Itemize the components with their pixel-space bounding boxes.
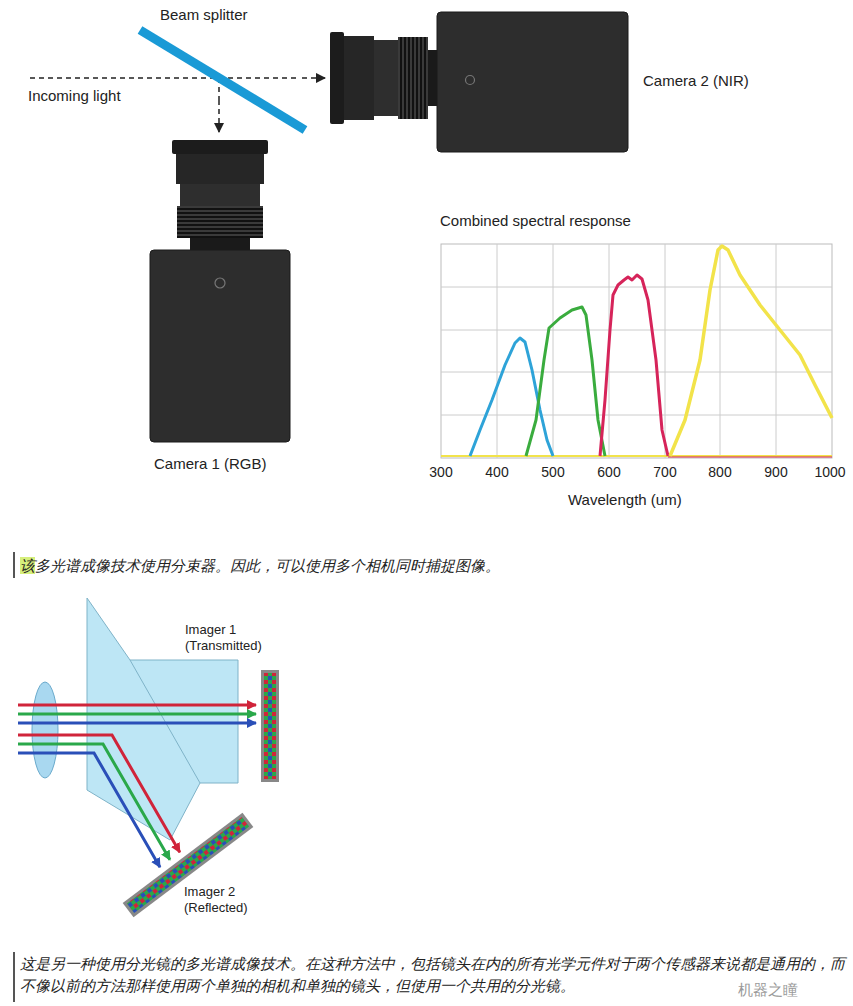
red-response-curve [600,275,668,456]
grid-line [553,244,554,458]
axis-tick: 700 [653,463,676,481]
baseline-curve [668,457,832,458]
grid-line [441,372,832,373]
light-ray [18,713,256,716]
baseline-curve [441,455,832,457]
component-label: Imager 1 (Transmitted) [185,622,280,655]
axis-tick: 400 [485,463,508,481]
beam-splitter-plate [140,30,305,130]
plot-area [441,244,832,458]
caption: 该多光谱成像技术使用分束器。因此，可以使用多个相机同时捕捉图像。 [20,555,840,577]
quote-bar [13,552,15,578]
imager-frame [261,670,279,782]
chart-title: Combined spectral response [440,211,631,231]
quote-bar [13,952,15,1002]
camera-body [437,12,628,152]
lens-ring [330,32,344,124]
axis-tick: 500 [541,463,564,481]
lens-grip [177,206,263,238]
lens-grip [398,37,428,119]
light-path-arrow [218,100,220,132]
beam-splitter: Beam splitter [135,4,302,100]
axis-tick: 1000 [814,463,845,481]
rgb-camera: Camera 1 (RGB) [148,132,298,482]
axis-tick: 800 [708,463,731,481]
lens-barrel [344,36,374,120]
grid-line [441,330,832,331]
grid-line [665,244,666,458]
lens-mount [190,238,250,250]
imager-pixels [264,673,276,779]
component-label: Camera 2 (NIR) [643,72,793,91]
imager-sensor: Imager 2 (Reflected) [120,815,272,920]
axis-tick: 300 [429,463,452,481]
axis-tick: 900 [764,463,787,481]
camera-screw [466,76,475,85]
lens [32,682,58,778]
axis-title: Wavelength (um) [568,490,682,510]
green-response-curve [526,307,605,456]
light-path-arrow [302,77,325,79]
component-label: Camera 1 (RGB) [154,455,294,474]
lens-ring [172,140,268,154]
camera-screw [215,278,225,288]
light-ray [18,753,160,867]
grid-line [776,244,777,458]
light-ray [18,722,256,725]
caption: 这是另一种使用分光镜的多光谱成像技术。在这种方法中，包括镜头在内的所有光学元件对… [20,953,850,997]
component-label: Imager 2 (Reflected) [184,884,270,917]
lens-barrel [180,184,260,206]
camera-body [150,250,290,442]
flow-label: Incoming light [28,86,121,106]
lens-barrel [374,40,398,116]
light-path [30,77,300,79]
lens-barrel [176,154,264,184]
light-ray [18,704,256,707]
grid-line [720,244,721,458]
imager-sensor: Imager 1 (Transmitted) [180,618,282,786]
nir-response-curve [670,246,832,456]
grid-line [441,415,832,416]
watermark: 机器之瞳 [738,980,798,1000]
grid-line [497,244,498,458]
grid-line [441,287,832,288]
component-label: Beam splitter [160,6,300,25]
axis-tick: 600 [597,463,620,481]
nir-camera: Camera 2 (NIR) [325,10,795,155]
